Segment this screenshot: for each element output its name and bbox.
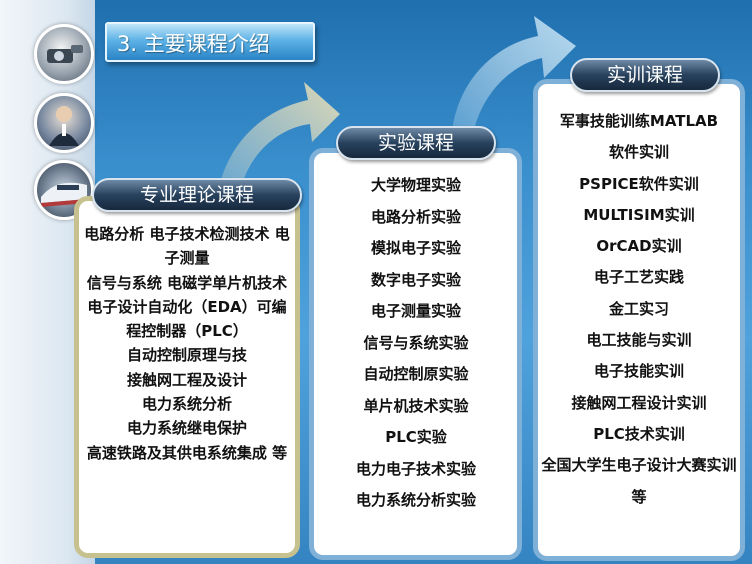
experiment-list: 大学物理实验 电路分析实验 模拟电子实验 数字电子实验 电子测量实验 信号与系统… [316, 170, 516, 517]
list-item: MULTISIM实训 [583, 205, 695, 224]
list-item: 数字电子实验 [370, 270, 461, 289]
list-item: 电子工艺实践 [593, 268, 684, 287]
arrow-to-experiment-icon [218, 82, 340, 191]
list-item: 全国大学生电子设计大赛实训 等 [541, 456, 737, 506]
photo-circle-technology [34, 24, 94, 84]
experiment-panel [309, 148, 522, 560]
list-item: 接触网工程设计实训 [571, 393, 707, 412]
list-item: OrCAD实训 [596, 237, 682, 256]
list-item: 电力电子技术实验 [355, 459, 476, 478]
training-panel [533, 79, 745, 561]
list-item: 电子设计自动化（EDA）可编程控制器（PLC） [87, 297, 287, 341]
list-item: 模拟电子实验 [370, 239, 461, 257]
list-item: 电力系统分析实验 [355, 491, 476, 509]
list-item: 软件实训 [608, 143, 669, 162]
list-item: PLC技术实训 [593, 424, 685, 443]
train-icon [41, 182, 87, 207]
theory-list: 电路分析 电子技术检测技术 电子测量 信号与系统 电磁学单片机技术 电子设计自动… [84, 222, 290, 465]
list-item: 电子测量实验 [370, 302, 461, 320]
list-item: 电工技能与实训 [586, 331, 692, 350]
list-item: 单片机技术实验 [363, 396, 469, 415]
list-item: PSPICE软件实训 [579, 174, 699, 193]
list-item: 自动控制原理与技 [126, 346, 247, 365]
list-item: 金工实习 [608, 299, 669, 318]
list-item: 接触网工程及设计 [126, 370, 247, 389]
theory-label: 专业理论课程 [92, 178, 302, 212]
arrow-to-training-icon [452, 16, 576, 130]
list-item: 信号与系统实验 [363, 333, 469, 352]
list-item: 高速铁路及其供电系统集成 等 [86, 443, 288, 462]
list-item: PLC实验 [385, 428, 447, 446]
photo-circle-person [34, 93, 94, 153]
list-item: 大学物理实验 [370, 176, 461, 194]
experiment-label: 实验课程 [336, 126, 496, 160]
list-item: 电力系统继电保护 [126, 419, 247, 438]
training-label: 实训课程 [570, 58, 720, 92]
list-item: 军事技能训练MATLAB [559, 112, 719, 130]
theory-panel [74, 196, 300, 558]
list-item: 电力系统分析 [141, 395, 232, 414]
list-item: 自动控制原实验 [363, 365, 469, 383]
list-item: 信号与系统 电磁学单片机技术 [86, 273, 288, 292]
photo-circle-train [34, 160, 94, 220]
camera-equipment-icon [47, 45, 83, 63]
training-list: 军事技能训练MATLAB 软件实训 PSPICE软件实训 MULTISIM实训 … [538, 106, 740, 513]
list-item: 电子技能实训 [593, 362, 684, 381]
list-item: 电路分析实验 [370, 207, 461, 226]
list-item: 电路分析 电子技术检测技术 电子测量 [84, 225, 290, 268]
page-title: 3. 主要课程介绍 [105, 22, 315, 62]
person-icon [49, 106, 79, 146]
